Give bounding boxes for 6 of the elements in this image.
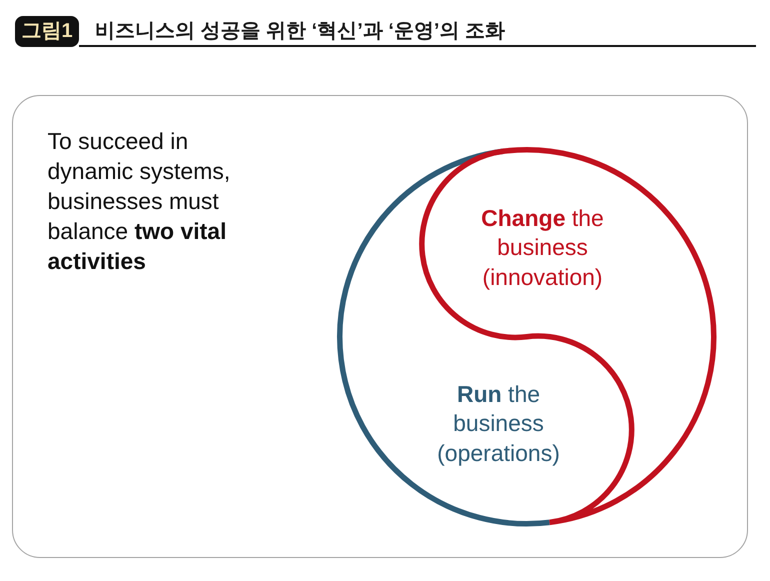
figure-badge: 그림1 <box>15 16 79 47</box>
figure-title: 비즈니스의 성공을 위한 ‘혁신’과 ‘운영’의 조화 <box>95 19 506 44</box>
intro-text: To succeed in dynamic systems, businesses must balance two vital activities <box>48 126 232 276</box>
activity-label: Change the business (innovation) <box>480 204 605 292</box>
rounded-panel <box>12 95 748 558</box>
activity-label: Run the business (operations) <box>436 380 561 468</box>
